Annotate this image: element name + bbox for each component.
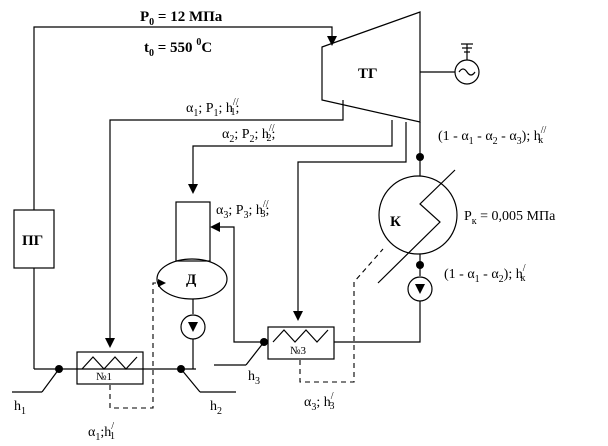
heater-3-box	[267, 326, 335, 360]
feed-pump-arrow	[188, 322, 198, 332]
h2-leader	[180, 368, 201, 393]
live-steam-pressure: P0 = 12 МПа	[140, 9, 223, 28]
condenser-coil	[377, 169, 456, 284]
h3-leader	[245, 341, 265, 366]
extraction-1-line	[109, 100, 344, 340]
condenser-label: К	[390, 214, 401, 230]
deaerator-tank	[156, 258, 228, 300]
extraction-3-line	[297, 122, 407, 313]
live-steam-line	[33, 26, 333, 210]
condenser-circle	[378, 175, 458, 255]
heater-3-label: №3	[290, 345, 306, 357]
condenser-outflow-label: (1 - α1 - α2); h/к	[444, 263, 526, 285]
extraction-1-arrow	[105, 338, 115, 348]
extraction-2-label: α2; P2; h//2;	[222, 123, 275, 145]
live-steam-temperature: t0 = 550 0C	[144, 37, 212, 59]
steam-generator-label: ПГ	[22, 233, 43, 249]
drain-1-line	[109, 282, 160, 409]
condensate-line	[334, 301, 421, 343]
condenser-outlet-node	[416, 261, 424, 269]
condenser-inlet-node	[416, 153, 424, 161]
condensate-to-deaerator-line	[216, 226, 268, 343]
drain-1-arrow	[158, 279, 166, 287]
condensate-to-deaerator-arrow	[210, 222, 220, 232]
extraction-2-arrow	[188, 184, 198, 194]
drain-1-label: α1;h/1	[88, 421, 115, 443]
generator-wave	[458, 68, 476, 76]
turbine-label: ТГ	[358, 66, 378, 82]
live-steam-arrow	[327, 36, 337, 46]
condensate-pump-arrow	[415, 284, 425, 294]
drain-3-line	[299, 248, 384, 383]
extraction-3-arrow	[293, 311, 303, 321]
extraction-2-line	[192, 120, 393, 186]
extraction-1-label: α1; P1; h//1;	[186, 97, 239, 119]
deaerator-label: Д	[186, 272, 197, 288]
heater-1-coil	[81, 356, 138, 370]
heater-3-coil	[272, 329, 329, 343]
heater-1-label: №1	[96, 371, 112, 383]
deaerator-column	[175, 201, 211, 262]
condenser-pressure-label: Pк = 0,005 МПа	[464, 209, 556, 227]
condenser-inflow-label: (1 - α1 - α2 - α3); h//к	[438, 125, 547, 147]
extraction-3-label: α3; P3; h//3;	[216, 199, 269, 221]
h2-label: h2	[210, 399, 222, 417]
h3-label: h3	[248, 369, 260, 387]
heater-1-box	[76, 351, 144, 385]
h1-leader	[41, 368, 60, 393]
h1-label: h1	[14, 399, 26, 417]
drain-3-label: α3; h/3	[304, 391, 335, 413]
